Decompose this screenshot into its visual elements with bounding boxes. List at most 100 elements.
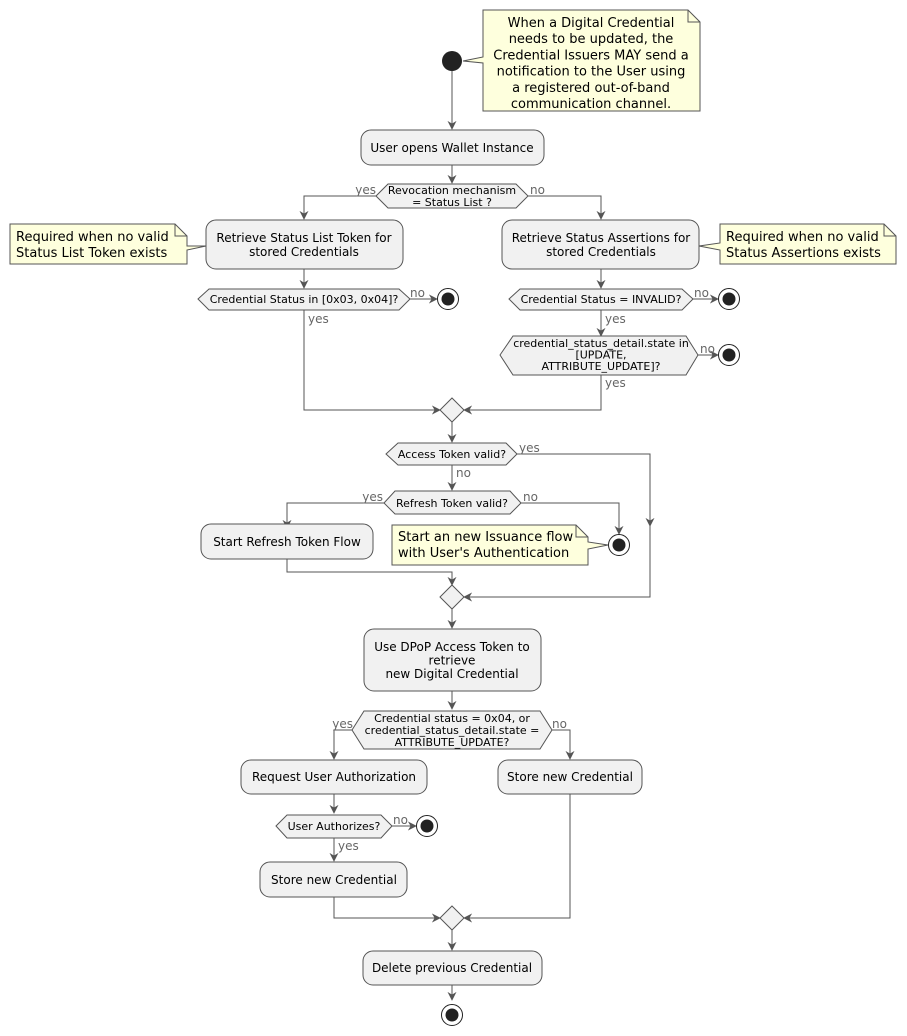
decision-credential-status-text-line: ATTRIBUTE_UPDATE? bbox=[395, 736, 510, 749]
decision-status-list-check-text: Credential Status in [0x03, 0x04]? bbox=[210, 293, 399, 306]
decision-state-check-text: credential_status_detail.state in[UPDATE… bbox=[513, 337, 689, 373]
decision-refresh-token-text: Refresh Token valid? bbox=[396, 497, 508, 510]
edge-storeleft-to-merge bbox=[333, 897, 441, 923]
activity-retrieve-status-list bbox=[205, 219, 404, 270]
label-revocation-yes: yes bbox=[355, 183, 376, 197]
label-authorize-no: no bbox=[393, 813, 408, 827]
activity-store-new-left-text: Store new Credential bbox=[271, 873, 397, 887]
decision-revocation-text: Revocation mechanism= Status List ? bbox=[388, 184, 516, 209]
activity-retrieve-status-assertions-text-line: Retrieve Status Assertions for bbox=[512, 231, 691, 245]
activity-store-new-right-text: Store new Credential bbox=[507, 770, 633, 784]
activities bbox=[200, 129, 700, 986]
activity-request-auth-text-line: Request User Authorization bbox=[252, 770, 416, 784]
note-status-list bbox=[9, 223, 207, 265]
note-status-assertions bbox=[698, 223, 897, 265]
decision-revocation bbox=[375, 183, 529, 209]
decision-user-authorizes-text-line: User Authorizes? bbox=[288, 820, 381, 833]
note-issuance-text-line: with User's Authentication bbox=[398, 546, 569, 561]
edge-labels: yes no no yes no yes no yes yes no yes n… bbox=[308, 183, 715, 853]
decision-state-check-text-line: [UPDATE, bbox=[575, 349, 626, 362]
note-start-text-line: When a Digital Credential bbox=[508, 16, 675, 31]
note-issuance-text-line: Start an new Issuance flow bbox=[398, 530, 573, 545]
label-access-yes: yes bbox=[519, 441, 540, 455]
activity-store-new-left bbox=[259, 861, 408, 898]
label-check-no: no bbox=[410, 286, 425, 300]
activity-delete-previous-text-line: Delete previous Credential bbox=[372, 961, 532, 975]
activity-retrieve-status-assertions bbox=[501, 219, 700, 270]
end-node bbox=[718, 344, 740, 366]
activity-use-dpop-text-line: retrieve bbox=[429, 654, 476, 668]
decision-user-authorizes bbox=[275, 814, 393, 839]
decisions bbox=[197, 183, 699, 839]
decision-access-token-text: Access Token valid? bbox=[398, 448, 506, 461]
note-status-list-text-line: Status List Token exists bbox=[16, 246, 167, 261]
edge-check-yes bbox=[303, 310, 441, 415]
label-refresh-yes: yes bbox=[362, 490, 383, 504]
edge-refresh-no bbox=[521, 502, 624, 535]
decision-invalid-check-text: Credential Status = INVALID? bbox=[521, 293, 682, 306]
edge-yes-continue bbox=[463, 526, 651, 602]
decision-credential-status bbox=[351, 710, 553, 750]
activity-store-new-left-text-line: Store new Credential bbox=[271, 873, 397, 887]
note-start bbox=[462, 9, 701, 112]
label-status-yes: yes bbox=[332, 717, 353, 731]
activity-retrieve-status-list-text-line: Retrieve Status List Token for bbox=[216, 231, 391, 245]
merge-nodes bbox=[439, 397, 465, 931]
decision-refresh-token bbox=[383, 490, 522, 515]
edge-storeright-to-merge bbox=[463, 794, 571, 923]
decision-user-authorizes-text: User Authorizes? bbox=[288, 820, 381, 833]
label-invalid-no: no bbox=[694, 286, 709, 300]
edge-refreshflow-to-merge bbox=[286, 559, 457, 586]
merge-diamond bbox=[439, 397, 465, 423]
label-refresh-no: no bbox=[523, 490, 538, 504]
label-authorize-yes: yes bbox=[338, 839, 359, 853]
note-status-assertions-fold bbox=[883, 224, 896, 237]
decision-state-check bbox=[499, 335, 699, 376]
note-status-list-text-line: Required when no valid bbox=[16, 230, 169, 245]
label-revocation-no: no bbox=[530, 183, 545, 197]
activity-use-dpop-text-line: Use DPoP Access Token to bbox=[374, 640, 530, 654]
note-start-text-line: Credential Issuers MAY send a bbox=[493, 48, 688, 63]
note-start-fold bbox=[687, 10, 700, 23]
activity-refresh-flow-text-line: Start Refresh Token Flow bbox=[213, 535, 361, 549]
edge-revocation-no bbox=[528, 195, 606, 220]
decision-state-check-text-line: credential_status_detail.state in bbox=[513, 337, 689, 350]
decision-status-list-check-text-line: Credential Status in [0x03, 0x04]? bbox=[210, 293, 399, 306]
activity-refresh-flow-text: Start Refresh Token Flow bbox=[213, 535, 361, 549]
activity-open-wallet-text: User opens Wallet Instance bbox=[370, 141, 533, 155]
activity-use-dpop bbox=[363, 628, 542, 692]
activity-retrieve-status-assertions-text-line: stored Credentials bbox=[546, 245, 656, 259]
decision-invalid-check-text-line: Credential Status = INVALID? bbox=[521, 293, 682, 306]
note-start-text-line: needs to be updated, the bbox=[509, 32, 674, 47]
label-state-yes: yes bbox=[605, 376, 626, 390]
end-node bbox=[416, 815, 438, 837]
edges bbox=[282, 71, 719, 1001]
decision-invalid-check bbox=[508, 288, 694, 311]
note-status-assertions-text-line: Required when no valid bbox=[726, 230, 879, 245]
edge-status-no bbox=[552, 729, 575, 760]
notes bbox=[9, 9, 897, 566]
decision-state-check-text-line: ATTRIBUTE_UPDATE]? bbox=[541, 360, 660, 373]
activity-refresh-flow bbox=[200, 523, 374, 560]
activity-open-wallet bbox=[360, 129, 545, 166]
note-start-text-line: communication channel. bbox=[511, 97, 671, 112]
note-issuance-fold bbox=[575, 525, 588, 538]
label-status-no: no bbox=[552, 717, 567, 731]
label-check-yes: yes bbox=[308, 312, 329, 326]
note-issuance bbox=[391, 524, 609, 566]
decision-revocation-text-line: Revocation mechanism bbox=[388, 184, 516, 197]
activity-use-dpop-text-line: new Digital Credential bbox=[385, 667, 518, 681]
merge-diamond bbox=[439, 584, 465, 610]
note-status-assertions-text-line: Status Assertions exists bbox=[726, 246, 881, 261]
label-access-no: no bbox=[456, 466, 471, 480]
edge-access-yes bbox=[517, 453, 655, 527]
note-start-text-line: a registered out-of-band bbox=[512, 81, 670, 96]
merge-diamond bbox=[439, 905, 465, 931]
decision-access-token bbox=[385, 442, 518, 466]
